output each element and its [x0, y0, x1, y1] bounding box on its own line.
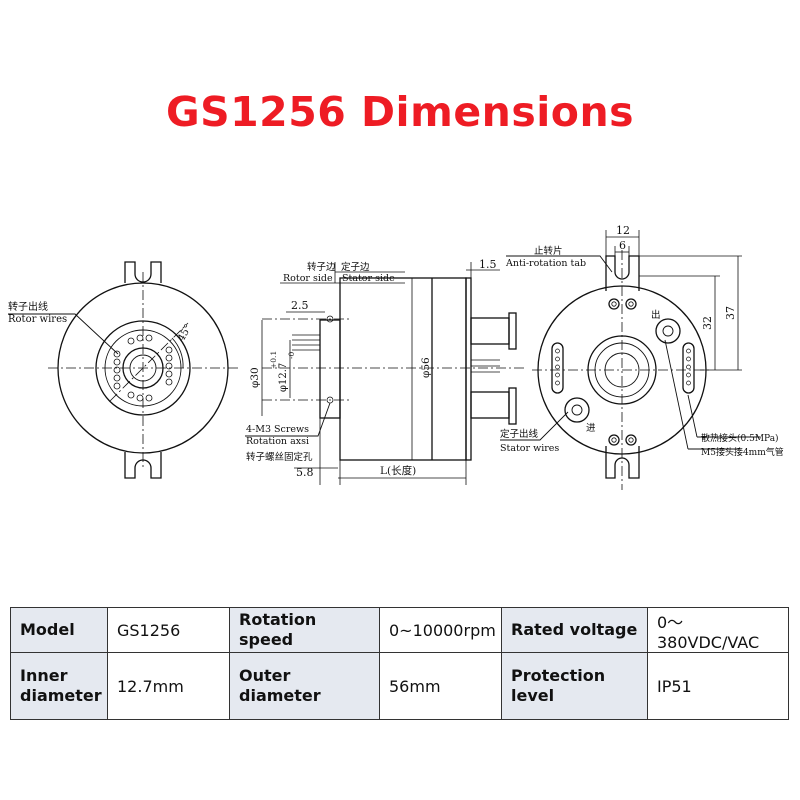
dim-phi56: φ56	[420, 357, 432, 378]
spec-value: 0～380VDC/VAC	[647, 607, 789, 653]
stator-side-en: Stator side	[342, 273, 395, 284]
rotor-side-en: Rotor side	[283, 273, 333, 284]
anti-rotation-tab-top	[605, 255, 640, 291]
spec-label: Rated voltage	[501, 607, 648, 653]
dim-bore-tol: +0.1	[269, 351, 278, 369]
spec-label: Protection level	[501, 652, 648, 720]
rotor-wires-en: Rotor wires	[8, 314, 67, 325]
cooling-fitting-bottom	[470, 391, 510, 419]
stator-end-view	[500, 230, 760, 490]
dim-flange: 1.5	[479, 258, 497, 271]
spec-row: Inner diameter 12.7mm Outer diameter 56m…	[10, 652, 789, 720]
spec-value: 0~10000rpm	[379, 607, 502, 653]
dim-bore: φ12.7	[278, 363, 289, 392]
outlet-label: 出	[651, 309, 661, 321]
screws-line1: 4-M3 Screws	[246, 424, 309, 435]
screws-line3: 转子螺丝固定孔	[246, 451, 313, 463]
stator-wires-en: Stator wires	[500, 443, 559, 454]
spec-table: Model GS1256 Rotation speed 0~10000rpm R…	[10, 607, 789, 720]
dim-rotor-step: 2.5	[291, 299, 309, 312]
spec-row: Model GS1256 Rotation speed 0~10000rpm R…	[10, 607, 789, 653]
cooling-note-1: 散热接头(0.5MPa)	[701, 432, 779, 444]
dim-37: 37	[724, 306, 737, 320]
spec-label: Inner diameter	[10, 652, 108, 720]
screws-line2: Rotation axsi	[246, 436, 309, 447]
dim-32: 32	[701, 316, 714, 330]
length-label: L(长度)	[380, 464, 416, 477]
spec-value: 56mm	[379, 652, 502, 720]
angle-label: 45°	[176, 323, 194, 344]
spec-label: Outer diameter	[229, 652, 380, 720]
inlet-label: 进	[586, 423, 596, 434]
anti-rotation-cn: 止转片	[534, 245, 563, 257]
dim-6: 6	[619, 239, 626, 252]
rotor-side-cn: 转子边	[307, 261, 336, 273]
dim-phi30: φ30	[249, 367, 261, 388]
dim-bottom: 5.8	[296, 466, 314, 479]
spec-value: 12.7mm	[107, 652, 230, 720]
dim-12: 12	[616, 224, 630, 237]
anti-rotation-en: Anti-rotation tab	[505, 258, 586, 269]
page-title: GS1256 Dimensions	[165, 88, 635, 136]
anti-rotation-tab-bottom	[605, 446, 640, 479]
stator-side-cn: 定子边	[341, 261, 370, 273]
stator-wire-slot-left	[551, 342, 564, 394]
spec-value: GS1256	[107, 607, 230, 653]
side-view	[245, 262, 525, 485]
stator-wires-cn: 定子出线	[500, 428, 539, 440]
rotor-hub	[319, 319, 341, 419]
spec-label: Model	[10, 607, 108, 653]
main-body	[339, 277, 467, 461]
spec-value: IP51	[647, 652, 789, 720]
outlet-port	[655, 318, 681, 344]
cooling-note-2: M5接头接4mm气管	[701, 446, 784, 458]
dim-bore-tol2: -0	[287, 351, 296, 359]
cooling-fitting-top	[470, 317, 510, 345]
inlet-port	[564, 397, 590, 423]
stator-flange	[465, 277, 472, 461]
rotor-end-view	[8, 261, 238, 479]
rotor-wires-cn: 转子出线	[8, 300, 48, 313]
spec-label: Rotation speed	[229, 607, 380, 653]
stator-wire-slot-right	[682, 342, 695, 394]
